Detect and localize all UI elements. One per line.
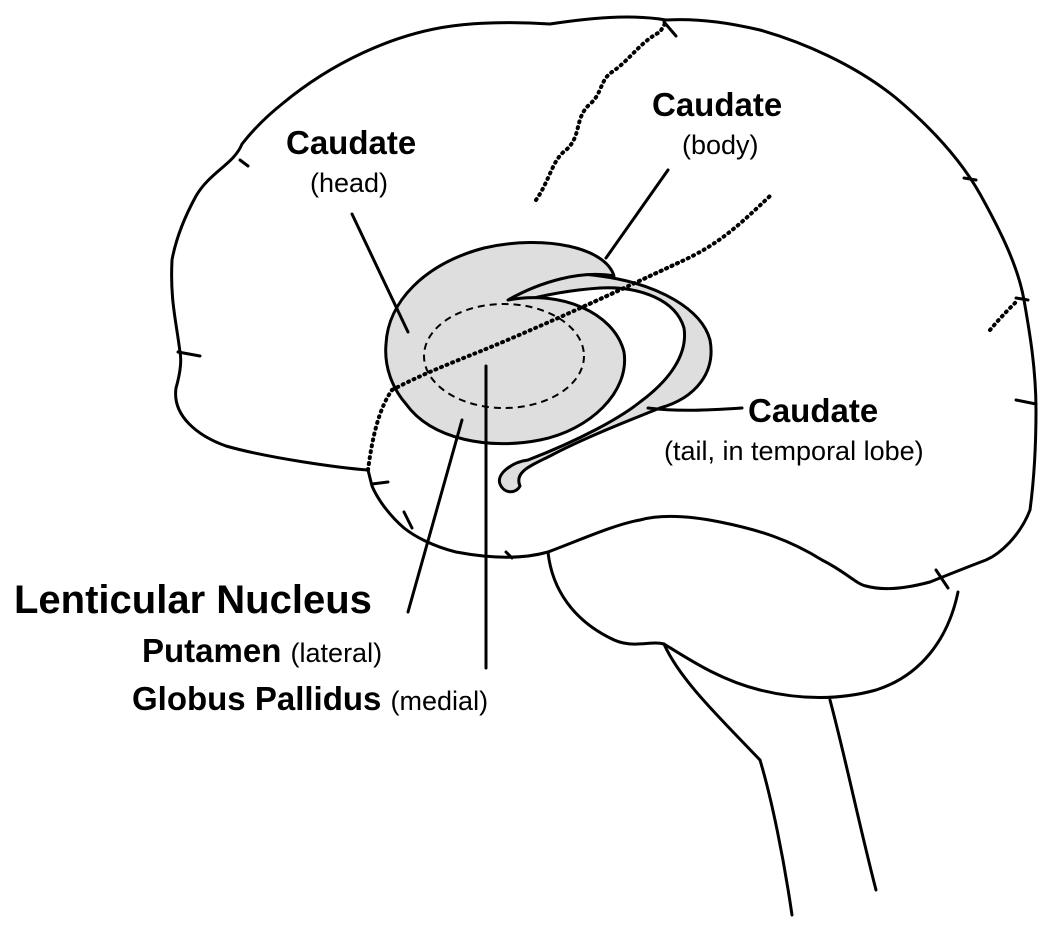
- lenticular-nucleus-outline: [423, 303, 585, 409]
- leader-caudate-body: [604, 168, 670, 260]
- caudate-head: [384, 241, 627, 446]
- central-sulcus: [534, 20, 668, 202]
- caudate-tail-title: Caudate: [748, 392, 879, 429]
- leader-putamen: [406, 418, 464, 614]
- caudate-head-title: Caudate: [286, 124, 417, 161]
- caudate-body-sub: (body): [682, 130, 759, 160]
- caudate-body-title: Caudate: [652, 86, 783, 123]
- putamen-title: Putamen: [142, 632, 282, 669]
- caudate-head-sub: (head): [310, 168, 389, 198]
- globus-pallidus-title: Globus Pallidus: [132, 680, 382, 717]
- brainstem: [758, 758, 794, 917]
- putamen-sub: (lateral): [290, 638, 383, 668]
- caudate-nucleus: [497, 272, 713, 494]
- leader-caudate-head: [350, 212, 410, 334]
- caudate-tail-sub: (tail, in temporal lobe): [664, 436, 924, 466]
- parietooccipital-sulcus: [988, 298, 1020, 332]
- globus-pallidus-sub: (medial): [390, 686, 489, 716]
- cerebellum-outline: [546, 550, 960, 699]
- lateral-sulcus: [366, 194, 772, 472]
- globus-pallidus-label: Globus Pallidus (medial): [132, 682, 488, 715]
- cerebrum-outline: [170, 15, 1038, 591]
- lenticular-nucleus-title: Lenticular Nucleus: [14, 578, 372, 622]
- leader-caudate-tail: [646, 406, 744, 412]
- putamen-label: Putamen (lateral): [142, 634, 382, 667]
